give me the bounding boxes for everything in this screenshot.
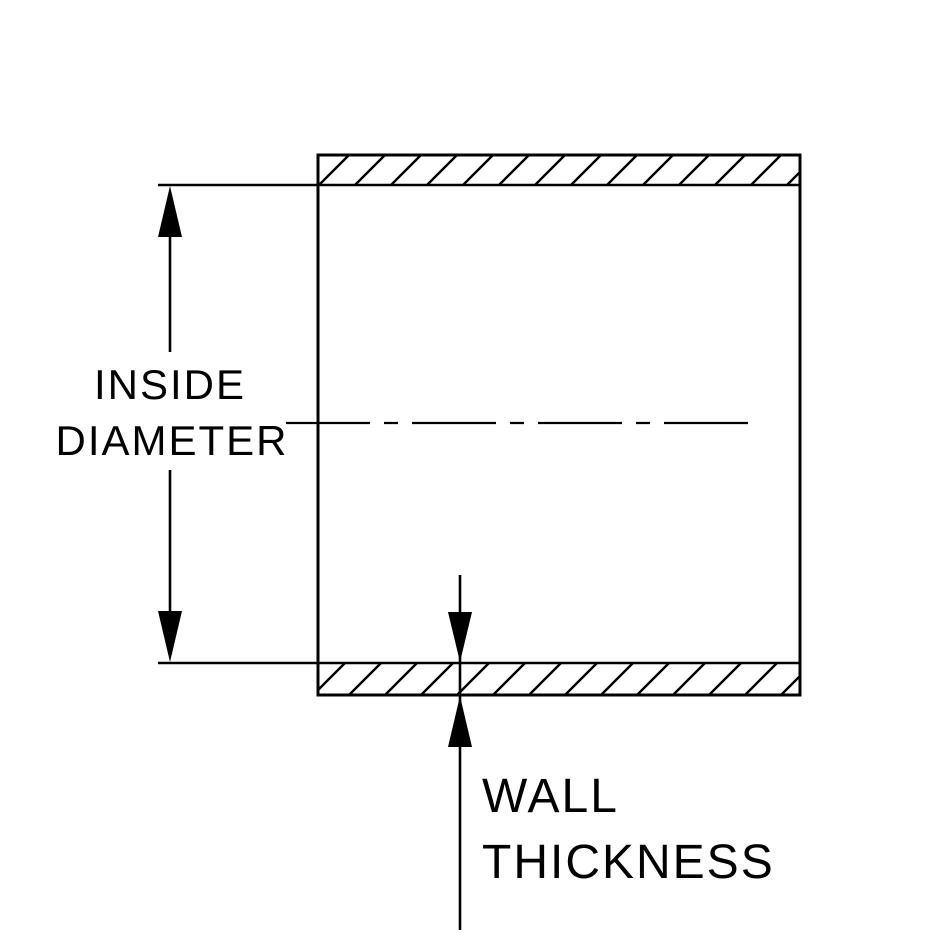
inside-diameter-arrowhead-top bbox=[158, 186, 182, 237]
top-wall-hatch bbox=[318, 155, 800, 185]
inside-diameter-label-line2: DIAMETER bbox=[55, 417, 288, 464]
wall-thickness-arrowhead-up bbox=[448, 696, 472, 747]
inside-diameter-arrowhead-bottom bbox=[158, 611, 182, 662]
tube-outline bbox=[316, 153, 802, 697]
bottom-wall-hatch bbox=[318, 663, 800, 695]
inside-diameter-label-line1: INSIDE bbox=[94, 361, 246, 408]
wall-thickness-label-line1: WALL bbox=[482, 770, 619, 823]
wall-thickness-arrowhead-down bbox=[448, 612, 472, 662]
wall-thickness-label-line2: THICKNESS bbox=[482, 836, 775, 889]
